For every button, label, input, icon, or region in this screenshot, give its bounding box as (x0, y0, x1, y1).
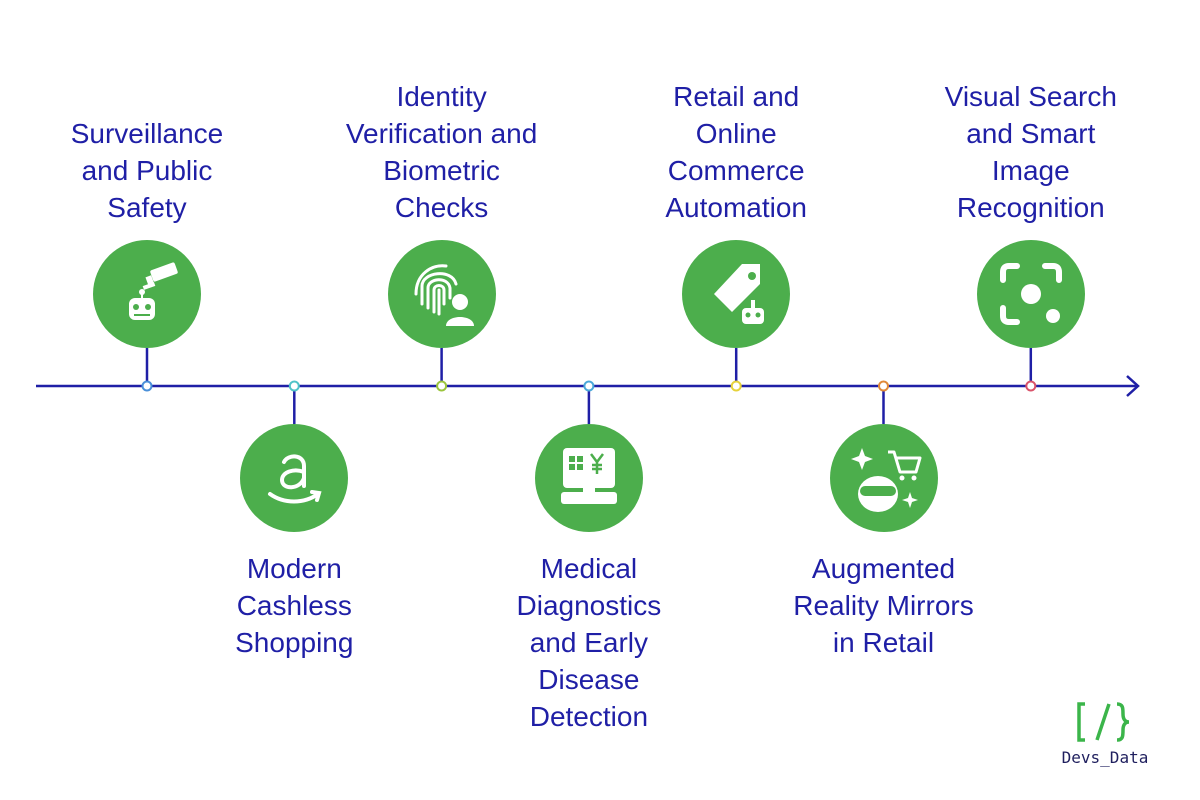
timeline-node (1025, 380, 1037, 392)
timeline-node (878, 380, 889, 392)
focus-scan-circle (976, 240, 1085, 348)
medical-terminal-circle (534, 424, 643, 532)
node-group (141, 380, 1037, 392)
fingerprint-user-circle (387, 240, 496, 348)
amazon-icon (268, 454, 322, 504)
price-tag-robot-circle (682, 240, 791, 348)
ar-headset-cart-circle (829, 424, 938, 532)
timeline-node (436, 380, 448, 392)
milestone-label: Augmented Reality Mirrors in Retail (793, 553, 974, 658)
ar-headset-cart-icon (850, 448, 921, 512)
timeline-node (288, 380, 300, 392)
fingerprint-user-icon (414, 264, 474, 326)
milestone-label: Identity Verification and Biometric Chec… (345, 81, 538, 223)
timeline-node (583, 380, 595, 392)
milestone-label: Surveillance and Public Safety (70, 118, 224, 223)
cctv-robot-icon (129, 262, 178, 320)
logo-mark-icon (1077, 702, 1130, 742)
medical-terminal-icon (560, 448, 617, 504)
focus-scan-icon (999, 263, 1062, 325)
price-tag-robot-icon (714, 264, 765, 324)
timeline-node (141, 380, 153, 392)
cctv-robot-circle (93, 240, 201, 348)
timeline-node (730, 380, 742, 392)
devsdata-logo: Devs_Data (1040, 700, 1170, 767)
milestone-label: Medical Diagnostics and Early Disease De… (516, 553, 662, 732)
amazon-circle (240, 424, 349, 532)
milestone-label: Visual Search and Smart Image Recognitio… (944, 81, 1117, 223)
timeline-arrowhead (1126, 375, 1140, 397)
connector-group (145, 348, 1033, 424)
milestone-label: Retail and Online Commerce Automation (665, 81, 807, 223)
milestone-label: Modern Cashless Shopping (235, 553, 354, 658)
logo-text: Devs_Data (1061, 748, 1149, 767)
